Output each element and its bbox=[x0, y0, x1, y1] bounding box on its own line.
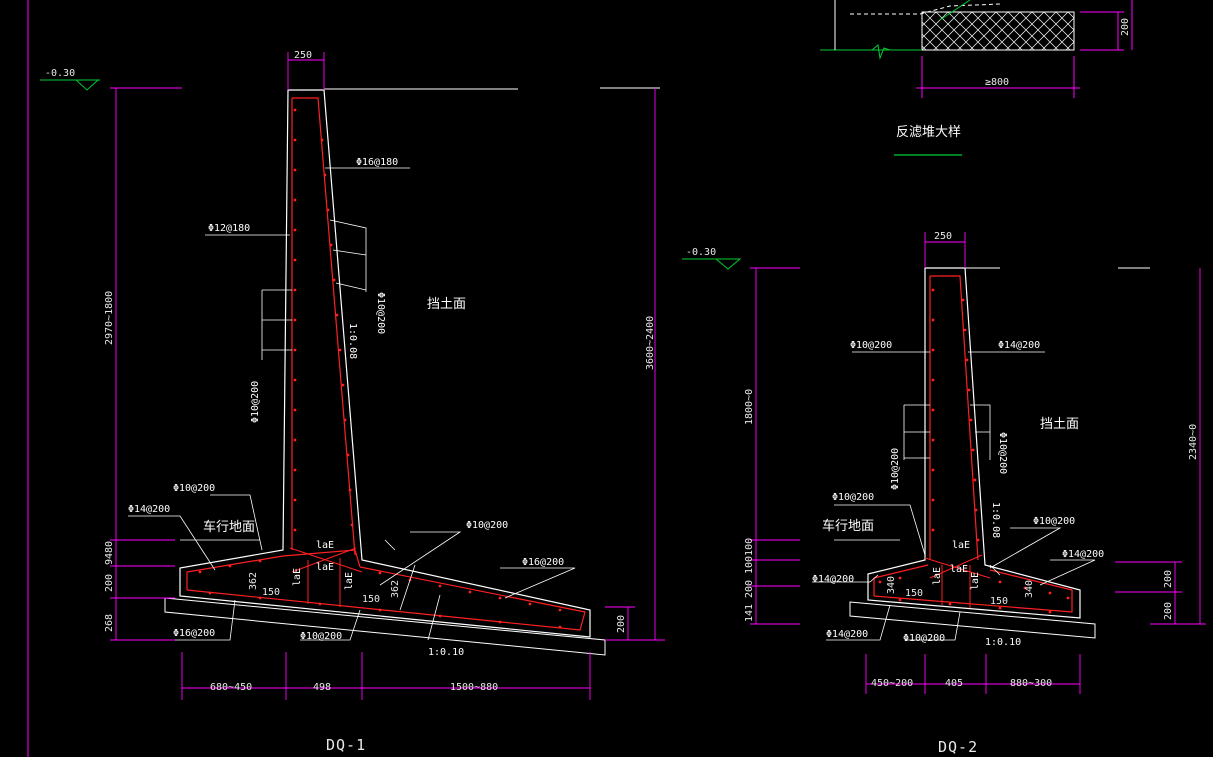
dq2-back-vertical-label: Φ14@200 bbox=[998, 340, 1040, 351]
dq2-dim-100: 100100 bbox=[744, 538, 755, 574]
dq2-dim-340a: 340 bbox=[886, 576, 897, 594]
dq2-right-height: 2340~0 bbox=[1188, 424, 1199, 460]
dq1-lae-2: laE bbox=[316, 562, 334, 573]
dq2-heel-side-label: Φ14@200 bbox=[1062, 549, 1104, 560]
dq2-dim-200: 200 bbox=[744, 580, 755, 598]
dq1-lae-bar1 bbox=[289, 547, 363, 573]
dq1-bottom-dim-2: 498 bbox=[313, 682, 331, 693]
dq2-dim-150a: 150 bbox=[905, 588, 923, 599]
dq2-front-dist-label: Φ10@200 bbox=[890, 448, 901, 490]
dq2-front-vertical-label: Φ10@200 bbox=[850, 340, 892, 351]
dq1-base-top-rebar bbox=[186, 549, 361, 590]
dq1-dim-362a: 362 bbox=[248, 572, 259, 590]
dq2-back-dist-label: Φ10@200 bbox=[997, 432, 1008, 474]
dq2-dim-340b: 340 bbox=[1024, 580, 1035, 598]
dq1-dim-362b: 362 bbox=[390, 580, 401, 598]
dq1-blinding bbox=[164, 597, 606, 656]
filter-pile-detail: ≥800 200 反滤堆大样 bbox=[820, 0, 1131, 156]
dq1-bottom-dim-3: 1500~880 bbox=[450, 682, 498, 693]
dq1-lae-4: laE bbox=[344, 572, 355, 590]
dq1-dim-200r: 200 bbox=[616, 615, 627, 633]
dq1-road-label: 车行地面 bbox=[203, 519, 255, 535]
dq1-base-bottom-label: Φ10@200 bbox=[300, 631, 342, 642]
dq1-concrete-outline bbox=[179, 89, 591, 638]
dq2-bottom-dim-3: 880~300 bbox=[1010, 678, 1052, 689]
dq1-dim-150b: 150 bbox=[362, 594, 380, 605]
dq1-left-height: 2970~1800 bbox=[104, 291, 115, 345]
dq1-front-vertical-label: Φ12@180 bbox=[208, 223, 250, 234]
dq2-lae-3: laE bbox=[932, 567, 943, 585]
dq2-base-bottom-label: Φ10@200 bbox=[903, 633, 945, 644]
dq1-top-width: 250 bbox=[294, 50, 312, 61]
dq1-front-dist-label: Φ10@200 bbox=[250, 381, 261, 423]
dq1-lae-3: laE bbox=[292, 568, 303, 586]
dq1-back-dist-label: Φ10@200 bbox=[375, 292, 386, 334]
dq2-blinding bbox=[849, 601, 1096, 639]
dq2-base-bottom-rebar bbox=[873, 569, 1073, 613]
filter-pile-hatch bbox=[921, 11, 1075, 51]
dq1-section: -0.30 bbox=[40, 50, 665, 754]
dq1-heel-top-label: Φ10@200 bbox=[466, 520, 508, 531]
dq1-base-bottom-rebar bbox=[186, 566, 586, 631]
dq1-soil-side-label: 挡土面 bbox=[427, 297, 466, 312]
detail-title: 反滤堆大样 bbox=[896, 125, 961, 140]
dq1-toe-bottom-label: Φ16@200 bbox=[173, 628, 215, 639]
dq1-elevation: -0.30 bbox=[45, 68, 75, 79]
dq2-title: DQ-2 bbox=[938, 738, 978, 756]
dq1-bottom-dim-1: 680~450 bbox=[210, 682, 252, 693]
dq1-toe-top-label: Φ10@200 bbox=[173, 483, 215, 494]
dq1-lae-bar2 bbox=[291, 547, 357, 573]
dq2-toe-bottom-label: Φ14@200 bbox=[826, 629, 868, 640]
dq2-section: -0.30 bbox=[682, 231, 1206, 756]
dq2-back-rebar bbox=[930, 275, 979, 561]
dq2-road-label: 车行地面 bbox=[822, 518, 874, 534]
dq1-dim-150a: 150 bbox=[262, 587, 280, 598]
dq2-slope: 1:0.10 bbox=[985, 637, 1021, 648]
dq2-soil-side-label: 挡土面 bbox=[1040, 417, 1079, 432]
dq2-bottom-dim-2: 405 bbox=[945, 678, 963, 689]
dq2-left-height: 1800~0 bbox=[744, 389, 755, 425]
dq1-back-rebar bbox=[292, 97, 356, 556]
dq2-lae-2: laE bbox=[950, 564, 968, 575]
dq2-heel-top-label: Φ10@200 bbox=[1033, 516, 1075, 527]
dq1-heel-bottom-label: Φ16@200 bbox=[522, 557, 564, 568]
dq2-top-width: 250 bbox=[934, 231, 952, 242]
dq2-dim-150b: 150 bbox=[990, 596, 1008, 607]
dq1-dim-268: 268 bbox=[104, 614, 115, 632]
dq2-bottom-dim-1: 450~200 bbox=[871, 678, 913, 689]
dq2-elevation: -0.30 bbox=[686, 247, 716, 258]
dq2-wall-slope: 1:0.08 bbox=[990, 502, 1001, 538]
dq2-lae-1: laE bbox=[952, 540, 970, 551]
dq2-dim-200r2: 200 bbox=[1163, 602, 1174, 620]
dq1-lae-1: laE bbox=[316, 540, 334, 551]
dq1-right-height: 3600~2400 bbox=[645, 316, 656, 370]
dq1-dim-9480: 9480 bbox=[104, 541, 115, 565]
detail-height-dim: 200 bbox=[1120, 18, 1131, 36]
dq2-toe-side-label: Φ14@200 bbox=[812, 574, 854, 585]
dq1-back-vertical-label: Φ16@180 bbox=[356, 157, 398, 168]
dq2-lae-4: laE bbox=[970, 572, 981, 590]
dq2-dim-200r1: 200 bbox=[1163, 570, 1174, 588]
dq1-wall-slope: 1:0.08 bbox=[347, 323, 358, 359]
detail-width-dim: ≥800 bbox=[985, 77, 1009, 88]
dq1-title: DQ-1 bbox=[326, 736, 366, 754]
dq2-dist-bars bbox=[878, 288, 1070, 614]
dq1-toe-side-label: Φ14@200 bbox=[128, 504, 170, 515]
dq1-dim-200: 200 bbox=[104, 574, 115, 592]
dq2-toe-top-label: Φ10@200 bbox=[832, 492, 874, 503]
dq1-slope: 1:0.10 bbox=[428, 647, 464, 658]
dq2-dim-141: 141 bbox=[744, 604, 755, 622]
dq2-concrete-outline bbox=[867, 267, 1081, 619]
dq1-dist-bars bbox=[198, 108, 562, 629]
